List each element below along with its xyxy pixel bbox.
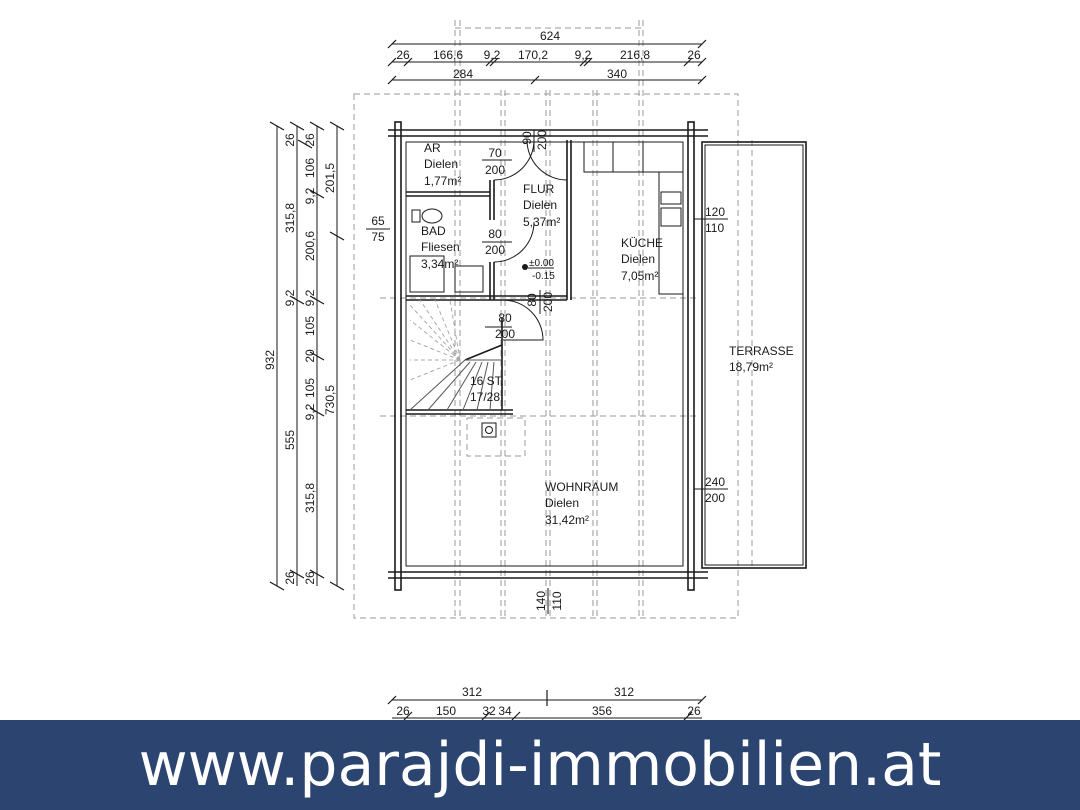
svg-text:26: 26 xyxy=(396,704,410,718)
svg-text:555: 555 xyxy=(283,430,297,450)
svg-text:624: 624 xyxy=(540,29,560,43)
svg-text:106: 106 xyxy=(303,158,317,178)
beam-grid xyxy=(380,20,753,618)
svg-text:-0.15: -0.15 xyxy=(532,271,555,282)
svg-text:5,37m²: 5,37m² xyxy=(523,215,560,229)
room-label-kueche: KÜCHE Dielen 7,05m² xyxy=(621,236,663,283)
svg-text:±0.00: ±0.00 xyxy=(529,258,554,269)
svg-text:FLUR: FLUR xyxy=(523,182,555,196)
svg-text:TERRASSE: TERRASSE xyxy=(729,344,794,358)
left-dimensions: 932 26 315,8 9,2 555 26 26 106 9,2 200,6… xyxy=(263,121,345,591)
bath-fixtures xyxy=(409,208,484,293)
svg-text:31,42m²: 31,42m² xyxy=(545,513,589,527)
svg-text:Dielen: Dielen xyxy=(424,157,458,171)
svg-text:26: 26 xyxy=(303,571,317,585)
svg-text:75: 75 xyxy=(371,230,385,244)
exterior-walls xyxy=(388,121,708,591)
svg-text:315,8: 315,8 xyxy=(283,203,297,233)
terrace-outline xyxy=(701,141,807,569)
svg-text:356: 356 xyxy=(592,704,612,718)
svg-text:240: 240 xyxy=(705,475,725,489)
svg-text:9,2: 9,2 xyxy=(484,48,501,62)
svg-text:Dielen: Dielen xyxy=(545,496,579,510)
footer-banner: www.parajdi-immobilien.at xyxy=(0,720,1080,810)
top-dimensions: 624 26 166,6 9,2 170,2 9,2 216,8 26 284 … xyxy=(387,29,707,85)
opening-labels: 70 200 90 200 80 200 65 75 80 200 80 200… xyxy=(366,130,728,614)
svg-text:200: 200 xyxy=(485,163,505,177)
svg-text:BAD: BAD xyxy=(421,224,446,238)
kitchen-counters xyxy=(583,141,684,295)
svg-text:7,05m²: 7,05m² xyxy=(621,269,658,283)
svg-text:120: 120 xyxy=(705,205,725,219)
svg-text:Dielen: Dielen xyxy=(523,198,557,212)
svg-text:200,6: 200,6 xyxy=(303,231,317,261)
svg-text:166,6: 166,6 xyxy=(433,48,463,62)
svg-text:3,34m²: 3,34m² xyxy=(421,257,458,271)
svg-text:26: 26 xyxy=(687,704,701,718)
svg-text:105: 105 xyxy=(303,316,317,336)
svg-text:216,8: 216,8 xyxy=(620,48,650,62)
svg-text:80: 80 xyxy=(525,293,539,307)
svg-text:200: 200 xyxy=(495,327,515,341)
svg-text:9,2: 9,2 xyxy=(303,289,317,306)
svg-text:730,5: 730,5 xyxy=(323,385,337,415)
room-label-wohnraum: WOHNRAUM Dielen 31,42m² xyxy=(545,480,618,527)
svg-text:340: 340 xyxy=(607,67,627,81)
floor-plan: 624 26 166,6 9,2 170,2 9,2 216,8 26 284 … xyxy=(263,20,807,720)
svg-text:312: 312 xyxy=(614,685,634,699)
svg-text:1,77m²: 1,77m² xyxy=(424,174,461,188)
bottom-dimensions: 312 312 26 150 32 34 356 26 xyxy=(387,685,707,720)
svg-text:9,2: 9,2 xyxy=(283,289,297,306)
room-label-flur: FLUR Dielen 5,37m² xyxy=(523,182,560,229)
svg-text:932: 932 xyxy=(263,350,277,370)
svg-text:Fliesen: Fliesen xyxy=(421,240,460,254)
svg-text:16 ST.: 16 ST. xyxy=(470,374,504,388)
svg-text:90: 90 xyxy=(520,131,534,145)
svg-text:170,2: 170,2 xyxy=(518,48,548,62)
svg-text:80: 80 xyxy=(498,311,512,325)
svg-text:9,2: 9,2 xyxy=(575,48,592,62)
svg-text:200: 200 xyxy=(485,243,505,257)
level-marker: ±0.00 -0.15 xyxy=(522,258,555,282)
svg-text:65: 65 xyxy=(371,214,385,228)
svg-text:18,79m²: 18,79m² xyxy=(729,360,773,374)
svg-text:AR: AR xyxy=(424,141,441,155)
svg-text:20: 20 xyxy=(303,349,317,363)
svg-text:200: 200 xyxy=(705,491,725,505)
svg-text:26: 26 xyxy=(283,133,297,147)
svg-text:26: 26 xyxy=(396,48,410,62)
svg-text:26: 26 xyxy=(283,571,297,585)
svg-text:201,5: 201,5 xyxy=(323,163,337,193)
svg-text:Dielen: Dielen xyxy=(621,252,655,266)
svg-text:200: 200 xyxy=(541,292,555,312)
stair-label: 16 ST. 17/28 xyxy=(470,374,504,404)
svg-text:9,2: 9,2 xyxy=(303,403,317,420)
svg-text:26: 26 xyxy=(303,133,317,147)
svg-text:9,2: 9,2 xyxy=(303,187,317,204)
svg-text:WOHNRAUM: WOHNRAUM xyxy=(545,480,618,494)
room-label-bad: BAD Fliesen 3,34m² xyxy=(421,224,460,271)
svg-text:110: 110 xyxy=(705,221,724,235)
room-label-ar: AR Dielen 1,77m² xyxy=(424,141,461,188)
staircase xyxy=(409,299,526,457)
svg-text:80: 80 xyxy=(488,227,502,241)
room-label-terrasse: TERRASSE 18,79m² xyxy=(729,344,794,374)
svg-text:70: 70 xyxy=(488,146,502,160)
door-swings xyxy=(493,139,568,341)
svg-text:17/28: 17/28 xyxy=(470,390,500,404)
svg-text:312: 312 xyxy=(462,685,482,699)
svg-text:110: 110 xyxy=(550,591,564,610)
interior-walls xyxy=(406,140,572,415)
website-url: www.parajdi-immobilien.at xyxy=(138,730,942,800)
svg-text:26: 26 xyxy=(687,48,701,62)
svg-text:32: 32 xyxy=(482,704,496,718)
svg-text:315,8: 315,8 xyxy=(303,483,317,513)
svg-text:284: 284 xyxy=(453,67,473,81)
svg-text:34: 34 xyxy=(498,704,512,718)
svg-text:200: 200 xyxy=(535,130,549,150)
svg-text:150: 150 xyxy=(436,704,456,718)
svg-text:140: 140 xyxy=(534,591,548,611)
svg-text:105: 105 xyxy=(303,378,317,398)
svg-text:KÜCHE: KÜCHE xyxy=(621,236,663,250)
